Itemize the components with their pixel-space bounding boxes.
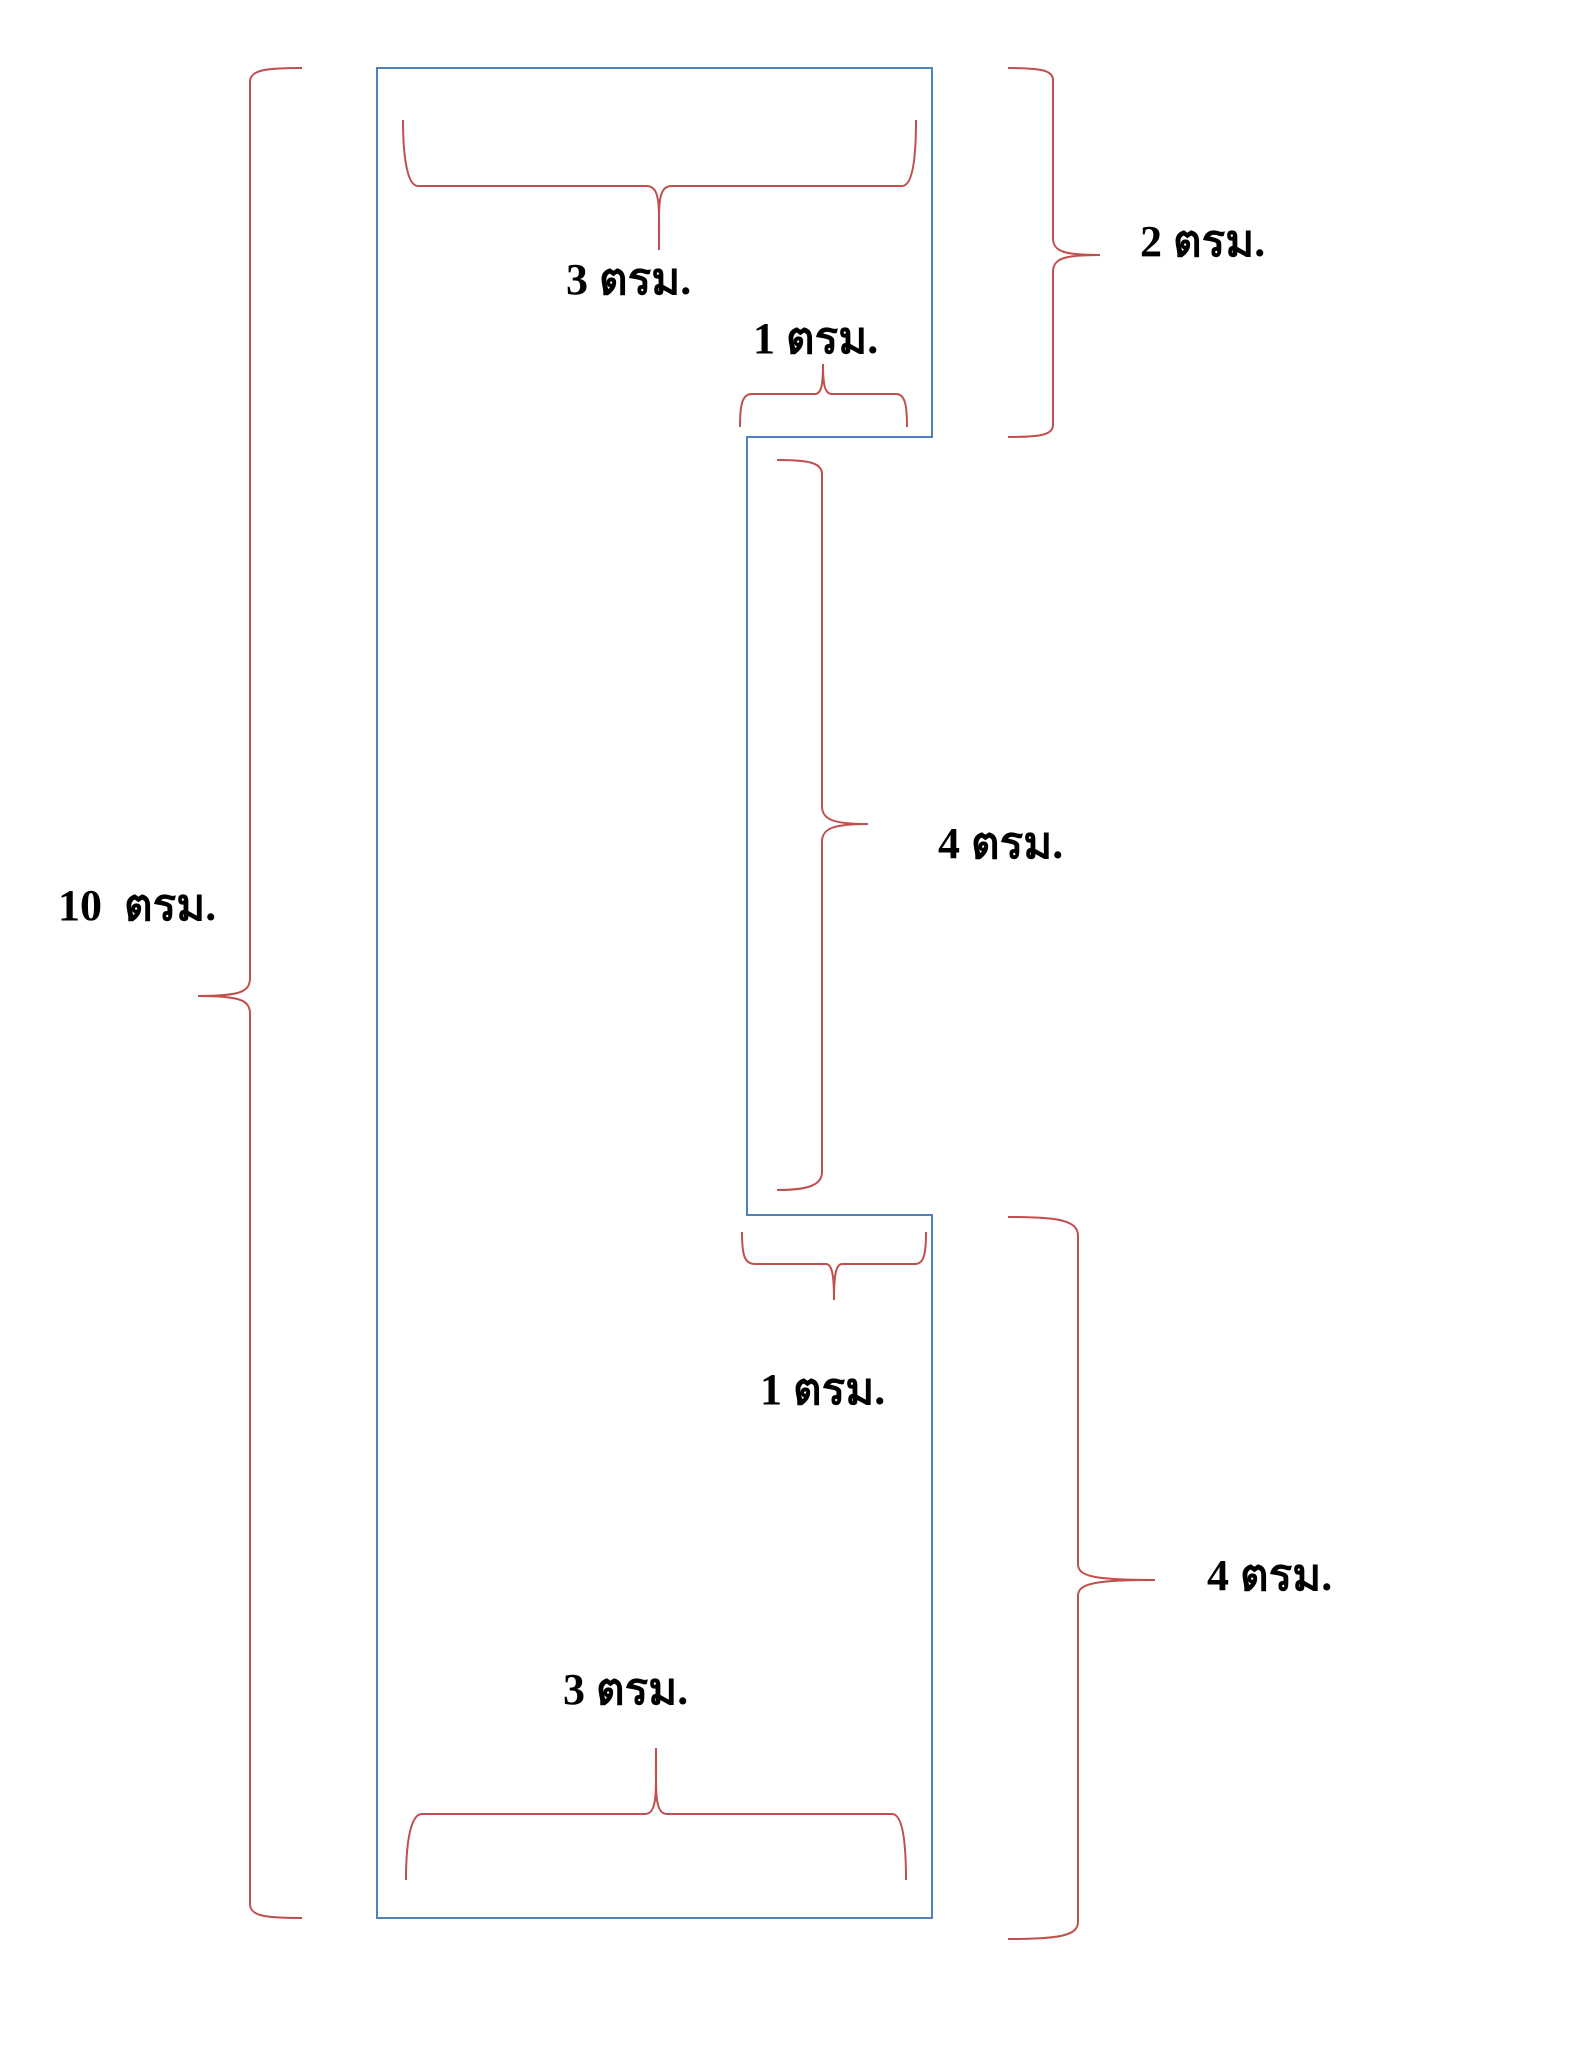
label-top-right-height: 2 ตรม.	[1140, 217, 1265, 266]
brace-middle-height	[776, 459, 869, 1191]
label-top-width: 3 ตรม.	[566, 255, 691, 304]
label-total-height: 10 ตรม.	[58, 881, 216, 930]
brace-top-width	[402, 119, 917, 251]
brace-bottom-notch-width	[741, 1231, 927, 1301]
shape-outline	[376, 67, 933, 1919]
brace-bottom-width	[405, 1747, 907, 1881]
label-bottom-notch-width: 1 ตรม.	[760, 1365, 885, 1414]
label-top-notch-width: 1 ตรม.	[753, 314, 878, 363]
label-bottom-right-height: 4 ตรม.	[1207, 1551, 1332, 1600]
brace-total-height	[197, 67, 303, 1919]
label-middle-height: 4 ตรม.	[938, 819, 1063, 868]
brace-bottom-right-height	[1007, 1216, 1156, 1940]
label-bottom-width: 3 ตรม.	[563, 1665, 688, 1714]
brace-top-right-height	[1007, 67, 1101, 438]
brace-top-notch-width	[739, 363, 908, 428]
